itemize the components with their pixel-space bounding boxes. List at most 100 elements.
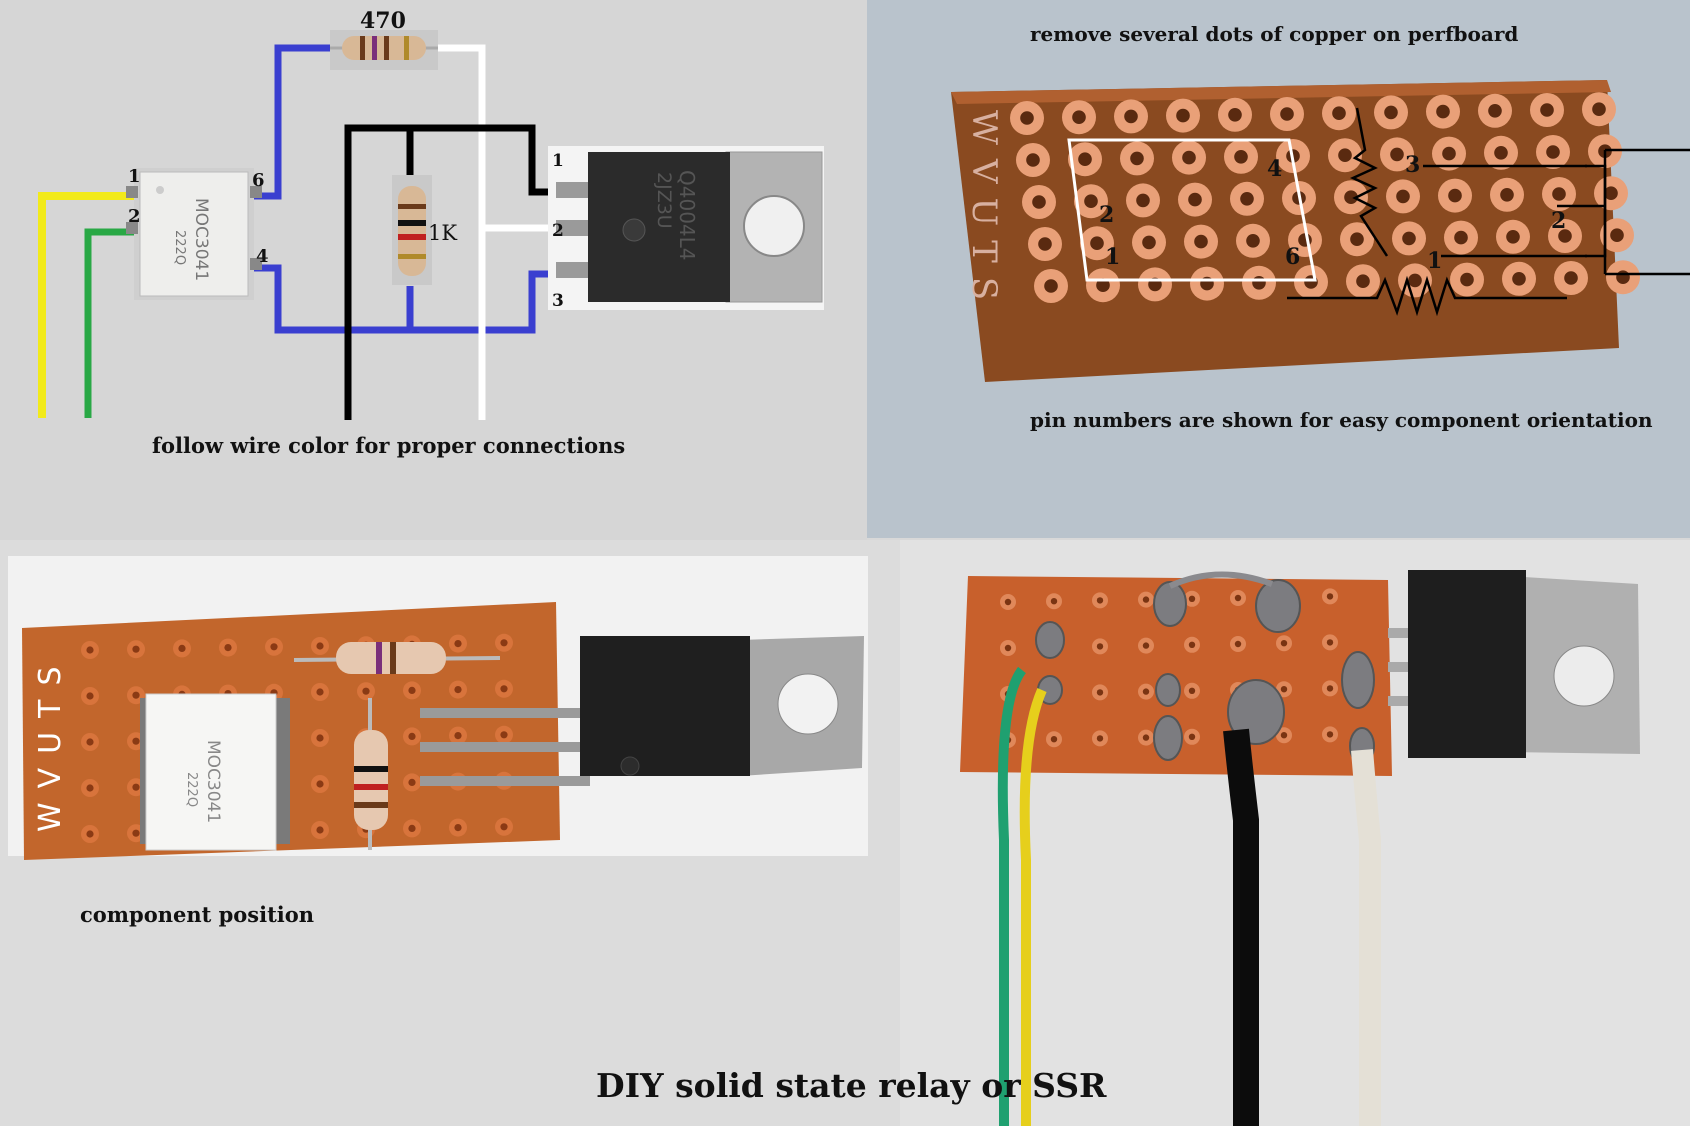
schematic-panel: MOC3041 222Q 1 2 6 4 Q4004L4 2JZ3U 1 2 3 — [0, 0, 867, 540]
perfboard-hole — [1124, 109, 1138, 124]
perfboard-hole — [1096, 735, 1104, 742]
opto-pin-2-label: 2 — [128, 206, 141, 227]
perfboard-hole — [132, 783, 140, 791]
assembly-triac — [420, 636, 864, 786]
perfboard-hole — [1072, 110, 1086, 124]
perfboard-hole — [1194, 234, 1208, 249]
triac-marking-2: 2JZ3U — [653, 172, 675, 229]
perfboard-hole — [1546, 145, 1560, 159]
perfboard-hole — [1240, 192, 1254, 206]
assembly-resistor-470 — [293, 642, 501, 674]
perfboard-hole — [454, 732, 462, 740]
perfboard-hole — [1026, 153, 1040, 167]
perfboard-hole — [1326, 639, 1334, 646]
perfboard-hole — [1188, 733, 1196, 740]
assembly-silk-letters: WVUTS — [33, 652, 68, 832]
perfboard-hole — [178, 644, 186, 652]
perfboard-hole — [1454, 230, 1468, 245]
perfboard-hole — [1020, 111, 1034, 125]
assembly-perfboard — [22, 602, 560, 860]
perfboard-hole — [316, 688, 324, 696]
perfboard-hole — [316, 642, 324, 650]
perfboard-hole — [316, 734, 324, 742]
perfboard-hole — [408, 824, 416, 832]
opto-marking-2: 222Q — [172, 230, 187, 265]
perfboard-hole — [1512, 272, 1526, 286]
perfboard-hole — [1252, 276, 1266, 290]
perfboard-hole — [1096, 689, 1104, 696]
perfboard-hole — [86, 692, 94, 700]
triac-q4004l4: Q4004L4 2JZ3U — [548, 146, 824, 310]
page-title: DIY solid state relay or SSR — [596, 1066, 1107, 1105]
perfboard-hole — [1176, 108, 1190, 123]
perfboard-hole — [1004, 644, 1012, 652]
triac-pin-2-label: 2 — [1551, 208, 1566, 234]
perfboard-hole — [1384, 105, 1398, 120]
perfboard-hole — [1494, 146, 1508, 160]
perfboard-caption-bottom: pin numbers are shown for easy component… — [1030, 408, 1653, 432]
perfboard-hole — [1188, 192, 1202, 207]
opto-pin-4-label: 4 — [1267, 156, 1282, 182]
perfboard-hole — [408, 732, 416, 740]
soldered-drawing — [960, 570, 1640, 1126]
solder-joints — [1035, 579, 1375, 765]
perfboard-hole — [1350, 232, 1364, 246]
perfboard-wiring — [1287, 107, 1690, 317]
perfboard-hole — [408, 778, 416, 786]
assembly-drawing: WVUTS MOC3041 222Q — [8, 556, 868, 860]
opto-outline — [1067, 138, 1317, 282]
optocoupler-moc3041: MOC3041 222Q — [126, 168, 262, 300]
resistor-1k — [392, 175, 432, 285]
perfboard-hole — [1448, 188, 1462, 203]
perfboard-hole — [86, 784, 94, 792]
perfboard-hole — [1234, 640, 1242, 648]
white-wires — [436, 44, 548, 420]
perfboard-hole — [1188, 595, 1196, 602]
perfboard-hole — [1246, 234, 1260, 248]
perfboard-hole — [1280, 107, 1294, 121]
perfboard-hole — [316, 826, 324, 834]
perfboard-hole — [1564, 271, 1578, 285]
perfboard-hole — [454, 824, 462, 832]
perfboard-drawing: WVUTS 4 2 1 6 3 2 1 — [951, 80, 1690, 382]
assembly-opto-marking-1: MOC3041 — [203, 740, 223, 823]
perfboard-hole — [500, 731, 508, 739]
perfboard-hole — [1038, 237, 1052, 251]
perfboard-hole — [1338, 148, 1352, 162]
assembly-resistor-1k — [354, 698, 388, 850]
perfboard-hole — [1004, 598, 1012, 606]
perfboard-hole — [1188, 687, 1196, 694]
perfboard-silk-letters: WVUTS — [964, 110, 1004, 314]
opto-pin-6-label: 6 — [252, 170, 265, 191]
perfboard-hole — [362, 687, 370, 695]
perfboard-hole — [1390, 147, 1404, 162]
assembly-caption: component position — [80, 902, 315, 927]
perfboard-hole — [1096, 643, 1104, 650]
perfboard-hole — [1552, 187, 1566, 201]
perfboard-hole — [1280, 640, 1288, 647]
perfboard-hole — [454, 640, 462, 648]
soldered-wires — [997, 666, 1381, 1126]
perfboard-hole — [1084, 194, 1098, 208]
perfboard-hole — [1142, 688, 1150, 695]
perfboard-hole — [1332, 106, 1346, 120]
perfboard-hole — [1096, 597, 1104, 604]
assembly-opto-marking-2: 222Q — [184, 772, 199, 807]
perfboard-hole — [1050, 736, 1058, 743]
perfboard-hole — [500, 639, 508, 647]
perfboard-hole — [1050, 598, 1058, 605]
perfboard-hole — [1396, 189, 1410, 204]
perfboard-hole — [1402, 231, 1416, 246]
triac-pin-3-label: 3 — [1405, 152, 1420, 178]
perfboard-hole — [1078, 152, 1092, 166]
opto-marking-1: MOC3041 — [191, 198, 211, 281]
perfboard-hole — [1234, 594, 1242, 602]
triac-pin-1-label: 1 — [1427, 248, 1442, 274]
triac-pin-1-label: 1 — [552, 151, 564, 171]
perfboard-hole — [1436, 104, 1450, 119]
perfboard-hole — [1234, 150, 1248, 164]
triac-marking-1: Q4004L4 — [675, 170, 699, 261]
perfboard-hole — [1136, 193, 1150, 208]
perfboard-hole — [1044, 279, 1058, 293]
resistor-470-label: 470 — [360, 8, 406, 34]
